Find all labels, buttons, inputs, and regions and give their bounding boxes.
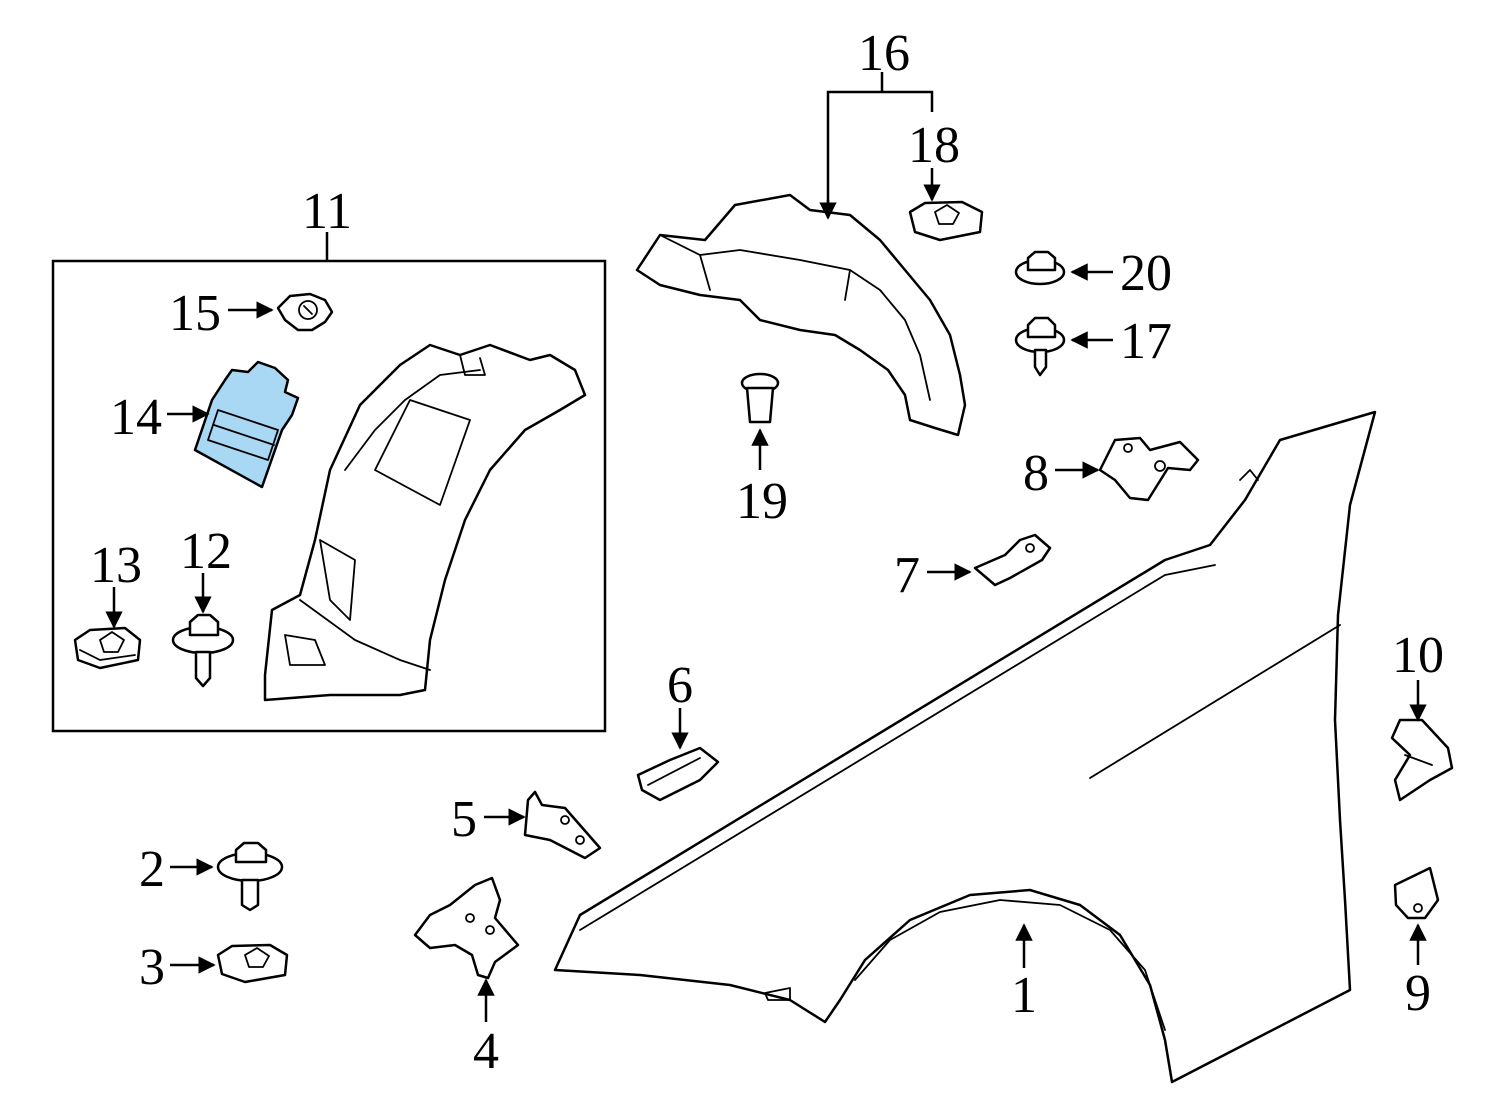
part-7-bracket[interactable] <box>973 533 1052 587</box>
part-19-push-rivet[interactable] <box>740 372 780 424</box>
callout-10: 10 <box>1392 627 1444 684</box>
callout-5: 5 <box>451 791 477 848</box>
callout-15: 15 <box>169 285 221 342</box>
callout-4: 4 <box>473 1023 499 1080</box>
callout-8: 8 <box>1023 445 1049 502</box>
group-box-11 <box>51 259 607 733</box>
part-1-front-fender[interactable] <box>553 410 1377 1084</box>
callout-6: 6 <box>667 657 693 714</box>
callout-3: 3 <box>139 939 165 996</box>
callout-9: 9 <box>1405 965 1431 1022</box>
part-11-fender-liner[interactable] <box>263 343 587 702</box>
callout-7: 7 <box>894 547 920 604</box>
part-18-nut-clip[interactable] <box>908 200 984 242</box>
callout-14: 14 <box>110 389 162 446</box>
part-5-bracket[interactable] <box>523 790 602 860</box>
callout-18: 18 <box>908 117 960 174</box>
part-6-bracket[interactable] <box>636 746 720 802</box>
part-16-upper-liner[interactable] <box>635 193 967 437</box>
highlight-shape-14 <box>193 360 300 489</box>
callout-1: 1 <box>1011 967 1037 1024</box>
callout-13: 13 <box>90 537 142 594</box>
part-9-bracket[interactable] <box>1393 866 1440 920</box>
callout-20: 20 <box>1120 245 1172 302</box>
part-3-nut-clip[interactable] <box>216 943 289 984</box>
callout-11: 11 <box>302 183 352 240</box>
leader-16-bracket <box>826 90 934 215</box>
part-8-bracket[interactable] <box>1098 436 1200 502</box>
part-15-clip[interactable] <box>276 292 334 332</box>
callout-17: 17 <box>1120 313 1172 370</box>
callout-16: 16 <box>858 25 910 82</box>
part-12-bolt[interactable] <box>171 613 235 688</box>
callout-19: 19 <box>736 473 788 530</box>
part-4-bracket[interactable] <box>413 876 520 980</box>
callout-12: 12 <box>180 523 232 580</box>
part-14-highlighted[interactable] <box>193 360 300 489</box>
part-10-bracket[interactable] <box>1390 718 1454 802</box>
part-2-bolt[interactable] <box>216 841 284 912</box>
part-20-nut[interactable] <box>1014 250 1066 286</box>
part-17-bolt[interactable] <box>1014 316 1066 377</box>
part-13-nut-clip[interactable] <box>73 626 142 670</box>
callout-2: 2 <box>139 841 165 898</box>
